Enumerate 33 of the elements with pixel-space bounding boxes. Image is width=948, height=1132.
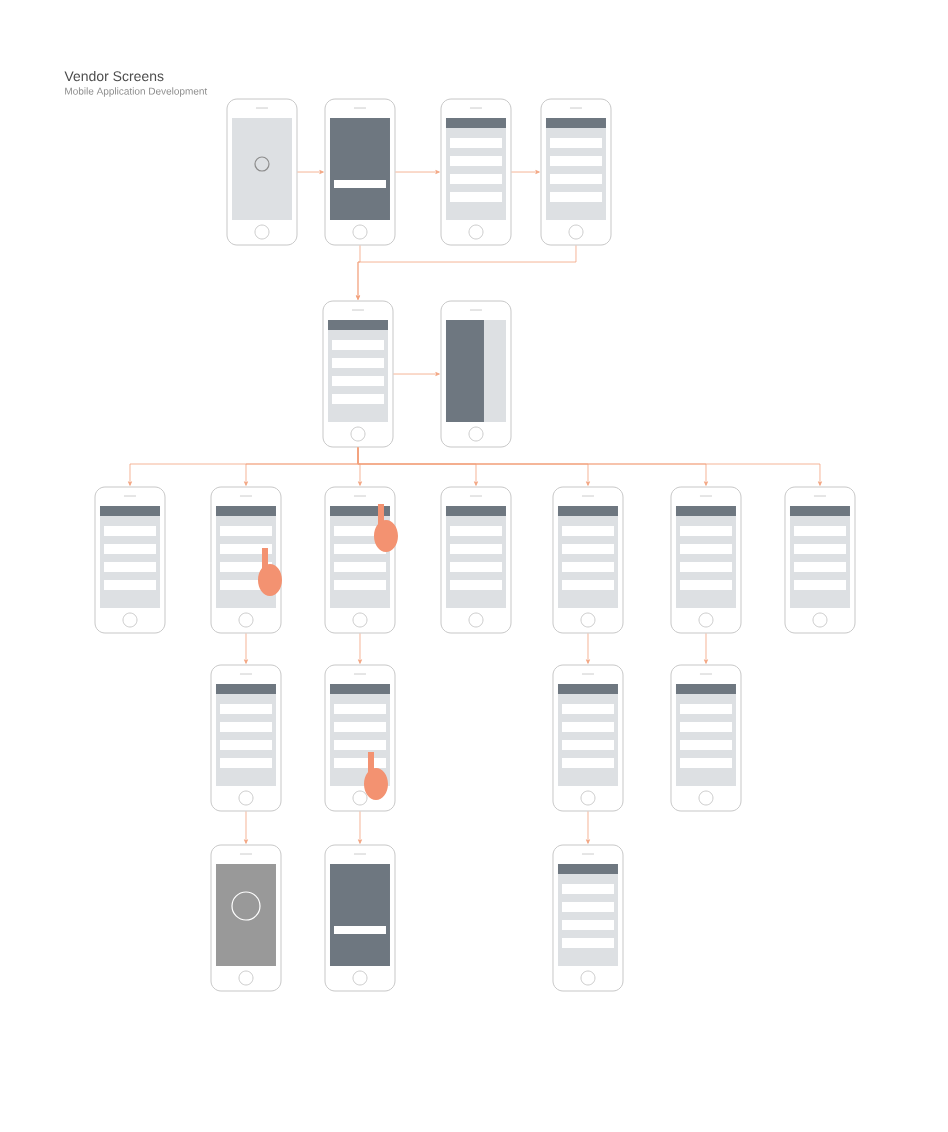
arrow — [586, 633, 590, 664]
phone-wireframe-drawing — [552, 844, 624, 992]
phone-wireframe-drawing — [540, 98, 612, 246]
phone-wireframe-drawing — [324, 844, 396, 992]
phone-wireframe-drawing — [210, 844, 282, 992]
arrow — [586, 811, 590, 844]
phone-wireframe-drawing — [324, 664, 396, 812]
arrow — [244, 811, 248, 844]
phone-wireframe-drawing — [210, 664, 282, 812]
arrow — [393, 372, 440, 376]
arrow — [704, 633, 708, 664]
phone-wireframe-drawing — [324, 98, 396, 246]
phone-wireframe-drawing — [94, 486, 166, 634]
arrow — [358, 633, 362, 664]
phone-wireframe-drawing — [226, 98, 298, 246]
phone-wireframe-drawing — [322, 300, 394, 448]
phone-wireframe-drawing — [440, 98, 512, 246]
phone-wireframe-drawing — [552, 486, 624, 634]
arrow — [395, 170, 440, 174]
arrow — [358, 811, 362, 844]
phone-wireframe-drawing — [440, 486, 512, 634]
phone-wireframe-drawing — [552, 664, 624, 812]
phone-wireframe-drawing — [210, 486, 282, 634]
phone-wireframe-drawing — [670, 486, 742, 634]
phone-wireframe-drawing — [324, 486, 396, 634]
arrow — [244, 633, 248, 664]
arrow — [511, 170, 540, 174]
phone-wireframe-drawing — [670, 664, 742, 812]
phone-wireframe-drawing — [440, 300, 512, 448]
arrow — [297, 170, 324, 174]
phone-wireframe-drawing — [784, 486, 856, 634]
arrow — [356, 245, 577, 300]
arrow — [357, 447, 822, 486]
